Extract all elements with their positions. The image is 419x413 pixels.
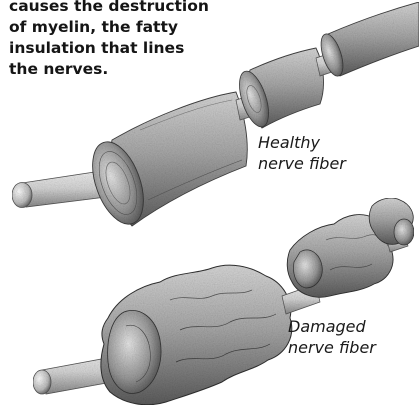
label-line: Healthy bbox=[258, 132, 346, 153]
intro-caption: causes the destruction of myelin, the fa… bbox=[9, 0, 209, 80]
label-line: nerve fiber bbox=[258, 153, 346, 174]
intro-line: causes the destruction bbox=[9, 0, 209, 17]
healthy-nerve-fiber-label: Healthy nerve fiber bbox=[258, 132, 346, 174]
label-line: nerve fiber bbox=[288, 337, 376, 358]
intro-line: insulation that lines bbox=[9, 38, 209, 59]
damaged-nerve-fiber-label: Damaged nerve fiber bbox=[288, 316, 376, 358]
damaged-axon-tip bbox=[33, 370, 51, 394]
healthy-axon-tip bbox=[12, 183, 32, 208]
intro-line: of myelin, the fatty bbox=[9, 17, 209, 38]
damaged-nerve-fiber bbox=[33, 198, 414, 405]
intro-line: the nerves. bbox=[9, 59, 209, 80]
label-line: Damaged bbox=[288, 316, 376, 337]
